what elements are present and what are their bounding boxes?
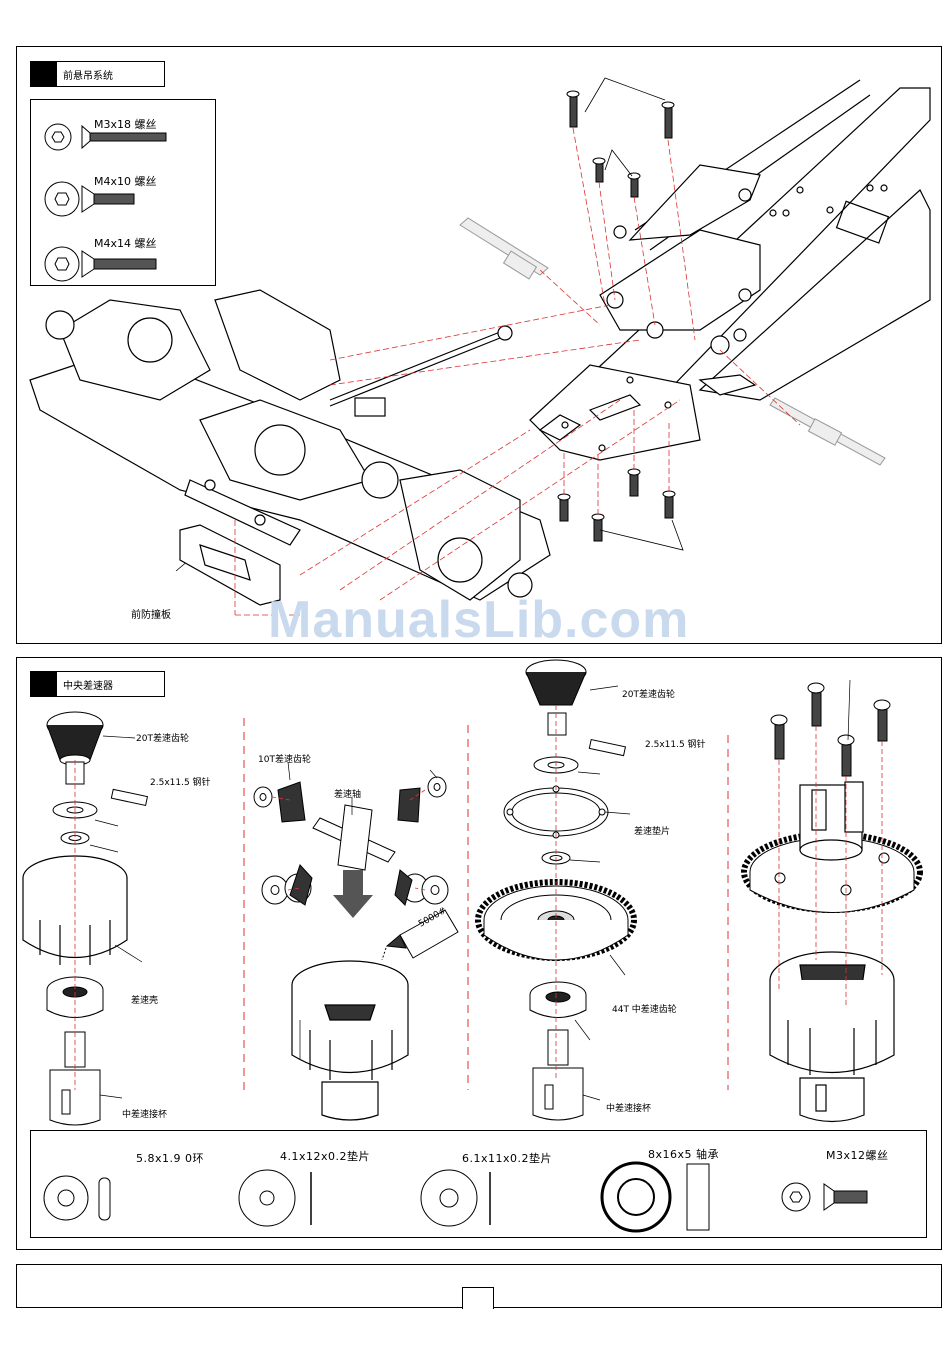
middle-shaft-label: 差速轴 bbox=[334, 787, 361, 800]
down-arrow-icon bbox=[333, 870, 373, 918]
parts-label-m3x12: M3x12螺丝 bbox=[826, 1147, 889, 1163]
parts-label-bearing: 8x16x5 轴承 bbox=[648, 1146, 719, 1162]
final-cup bbox=[800, 782, 863, 860]
right-bevel-gear-icon bbox=[526, 660, 625, 756]
right-spur-label: 44T 中差速齿轮 bbox=[612, 1002, 677, 1015]
left-output-shaft bbox=[66, 762, 147, 805]
final-screws bbox=[771, 683, 890, 776]
parts-label-o-ring: 5.8x1.9 0环 bbox=[136, 1150, 204, 1166]
right-bearing bbox=[530, 982, 586, 1018]
right-shim-label: 差速垫片 bbox=[634, 824, 670, 837]
parts-label-shim-4-1: 4.1x12x0.2垫片 bbox=[280, 1148, 370, 1164]
left-gear-label: 20T差速齿轮 bbox=[136, 731, 189, 744]
oil-bottle-icon bbox=[382, 910, 458, 960]
page-number-tab bbox=[462, 1287, 494, 1309]
right-pin-label: 2.5x11.5 钢针 bbox=[645, 737, 706, 750]
left-diff-cup bbox=[50, 1032, 100, 1125]
left-pin-label: 2.5x11.5 钢针 bbox=[150, 775, 211, 788]
left-cup-label: 中差速接杯 bbox=[122, 1107, 167, 1120]
parts-legend-box bbox=[30, 1130, 927, 1238]
final-diff-case bbox=[770, 952, 894, 1122]
right-diff-cup bbox=[533, 1030, 583, 1120]
left-case-label: 差速壳 bbox=[131, 993, 158, 1006]
middle-diff-case bbox=[292, 961, 408, 1120]
right-gear-label: 20T差速齿轮 bbox=[622, 687, 675, 700]
left-bevel-gear-icon bbox=[47, 712, 103, 765]
right-cup-label: 中差速接杯 bbox=[606, 1101, 651, 1114]
parts-label-shim-6-1: 6.1x11x0.2垫片 bbox=[462, 1150, 552, 1166]
middle-gear-label: 10T差速齿轮 bbox=[258, 752, 311, 765]
final-leader-line bbox=[848, 680, 850, 740]
